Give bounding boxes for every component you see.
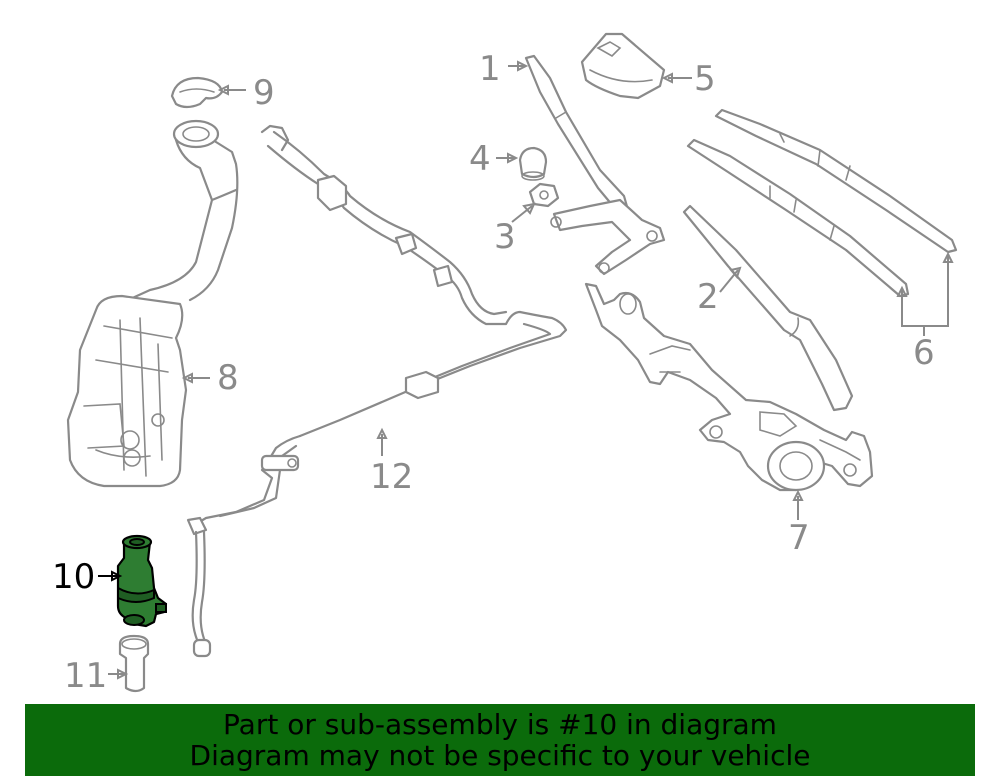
part-12-washer-hose[interactable] [186, 124, 568, 658]
callout-5: 5 [694, 59, 716, 99]
banner-line-disclaimer: Diagram may not be specific to your vehi… [189, 739, 811, 772]
part-1-wiper-arm[interactable] [524, 54, 666, 276]
callout-6: 6 [913, 333, 935, 373]
callout-10: 10 [52, 557, 95, 597]
part-4-cap[interactable] [518, 146, 548, 181]
part-9-cap[interactable] [170, 76, 224, 109]
callout-7: 7 [788, 518, 810, 558]
part-7-wiper-motor-linkage[interactable] [584, 282, 874, 492]
callout-1: 1 [479, 49, 501, 89]
part-8-washer-reservoir[interactable] [66, 119, 239, 488]
part-11-grommet[interactable] [118, 634, 150, 693]
part-2-wiper-arm[interactable] [682, 204, 854, 412]
callout-4: 4 [469, 139, 491, 179]
callout-9: 9 [253, 73, 275, 113]
part-5-cowl-cap[interactable] [580, 32, 666, 100]
callout-11: 11 [64, 656, 107, 696]
part-10-washer-pump[interactable] [116, 534, 168, 628]
part-3-nut[interactable] [528, 182, 560, 208]
leader-lines [98, 60, 954, 680]
callout-2: 2 [697, 277, 719, 317]
info-banner: Part or sub-assembly is #10 in diagram D… [25, 704, 975, 776]
callout-8: 8 [217, 358, 239, 398]
callout-12: 12 [370, 457, 413, 497]
part-6-wiper-blades[interactable] [686, 108, 958, 298]
banner-line-part: Part or sub-assembly is #10 in diagram [223, 708, 777, 741]
callout-3: 3 [494, 217, 516, 257]
